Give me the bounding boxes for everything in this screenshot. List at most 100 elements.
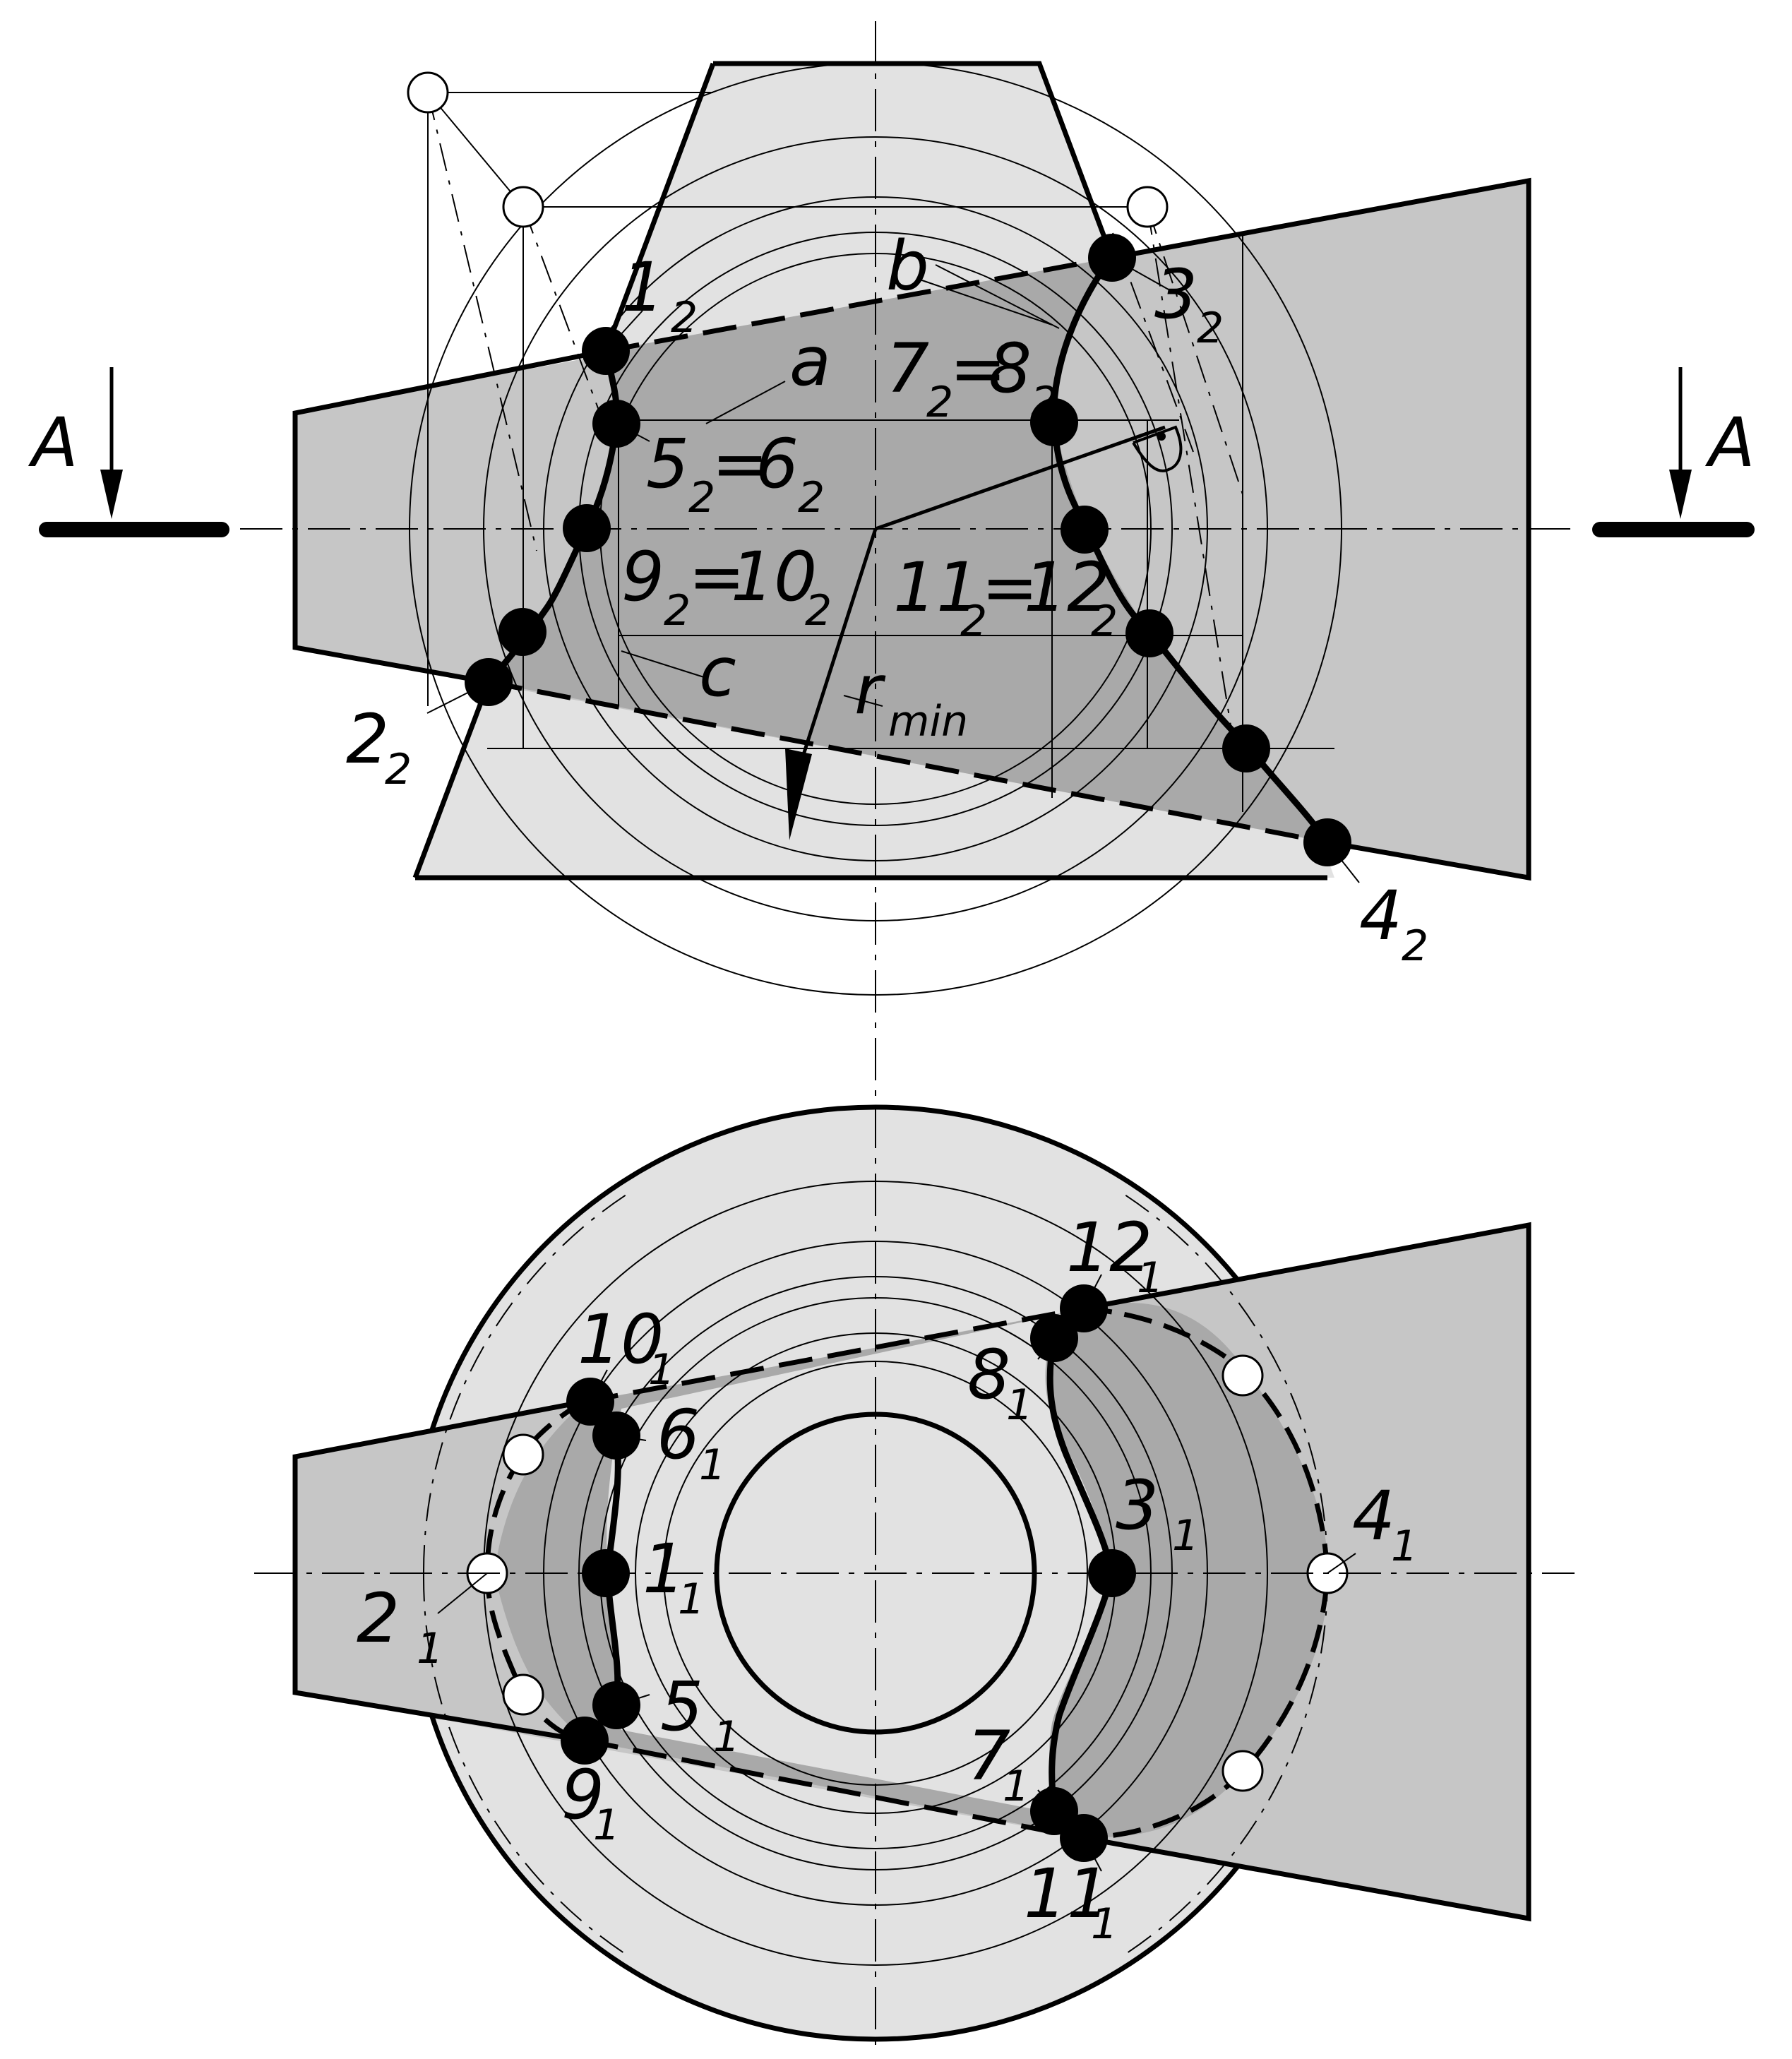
section-letter-left: A (28, 403, 78, 482)
point-8-1-label: 81 (967, 1335, 1033, 1430)
intersection-region-front (489, 258, 1327, 842)
svg-text:1: 1 (1091, 1899, 1118, 1949)
svg-text:2: 2 (805, 586, 832, 635)
open-points-top (466, 1354, 1349, 1792)
svg-text:8: 8 (967, 1335, 1010, 1414)
construction-arc-left-lower (422, 1572, 629, 1957)
svg-text:1: 1 (643, 1529, 686, 1609)
svg-text:11: 11 (1024, 1854, 1110, 1933)
radius-rmin (794, 425, 1166, 777)
point-9-10-label: 9 2 = 10 2 (621, 537, 832, 635)
svg-text:=: = (688, 537, 745, 616)
right-angle-mark (1132, 425, 1183, 472)
svg-text:1: 1 (1391, 1522, 1418, 1571)
svg-text:12: 12 (1024, 548, 1110, 627)
point-12-1-label: 121 (1066, 1208, 1164, 1303)
point-4-1-label: 41 (1352, 1476, 1418, 1571)
svg-text:min: min (888, 697, 968, 746)
svg-text:2: 2 (346, 700, 389, 779)
svg-text:12: 12 (1066, 1208, 1152, 1287)
svg-text:7: 7 (967, 1717, 1010, 1796)
svg-text:=: = (712, 424, 768, 503)
hidden-edges-front (488, 255, 1328, 845)
point-1-2-label: 1 2 (621, 248, 698, 342)
svg-text:2: 2 (357, 1579, 400, 1658)
svg-text:1: 1 (1137, 1253, 1164, 1303)
svg-text:2: 2 (385, 745, 412, 794)
point-7-8-label: 7 2 = 8 2 (886, 329, 1058, 427)
line-c-label: c (699, 633, 736, 712)
svg-text:6: 6 (657, 1395, 700, 1474)
svg-text:9: 9 (561, 1755, 604, 1834)
svg-text:2: 2 (960, 597, 987, 646)
svg-text:2: 2 (1197, 304, 1224, 353)
construction-arc-right-lower (1122, 1572, 1329, 1957)
svg-text:=: = (981, 548, 1038, 627)
svg-text:11: 11 (893, 548, 979, 627)
svg-text:1: 1 (713, 1712, 740, 1762)
svg-text:6: 6 (755, 424, 799, 503)
radius-label: r min (854, 650, 968, 746)
radius-arrowhead (785, 748, 812, 840)
svg-text:1: 1 (621, 248, 664, 327)
point-11-12-label: 11 2 = 12 2 (893, 548, 1118, 646)
svg-text:1: 1 (417, 1624, 443, 1673)
svg-text:1: 1 (648, 1345, 675, 1395)
svg-text:2: 2 (664, 586, 691, 635)
centerlines (240, 21, 1575, 2048)
svg-text:3: 3 (1154, 255, 1197, 334)
point-9-1-label: 91 (561, 1755, 620, 1850)
svg-text:2: 2 (688, 473, 715, 523)
point-11-1-label: 111 (1024, 1854, 1118, 1949)
svg-text:7: 7 (886, 329, 929, 408)
svg-text:2: 2 (1031, 378, 1058, 427)
open-points-front (407, 71, 1169, 228)
point-7-1-label: 71 (967, 1717, 1029, 1811)
leader-b (917, 278, 1053, 326)
svg-text:5: 5 (660, 1667, 703, 1746)
point-1-1-label: 11 (643, 1529, 705, 1624)
point-10-1-label: 101 (578, 1300, 675, 1395)
construction-lines-front (427, 92, 1334, 812)
point-3-2-label: 3 2 (1154, 255, 1224, 353)
construction-arc-right (1122, 1193, 1329, 1574)
leaders-top (437, 1274, 1356, 1872)
svg-text:1: 1 (699, 1440, 726, 1490)
svg-text:=: = (950, 329, 1006, 408)
section-mark-left: A (28, 367, 229, 537)
right-angle-dot (1157, 432, 1166, 441)
svg-text:2: 2 (1091, 597, 1118, 646)
svg-text:2: 2 (798, 473, 825, 523)
line-a-label: a (789, 322, 831, 401)
svg-text:4: 4 (1352, 1476, 1395, 1556)
prism-outline-top (292, 1222, 1531, 1922)
svg-text:r: r (854, 650, 886, 729)
svg-text:1: 1 (1172, 1511, 1199, 1560)
point-5-6-label: 5 2 = 6 2 (646, 424, 825, 523)
svg-text:4: 4 (1359, 876, 1402, 955)
svg-text:8: 8 (988, 329, 1032, 408)
line-b-label: b (886, 227, 929, 306)
svg-text:1: 1 (1006, 1380, 1033, 1430)
svg-text:1: 1 (1003, 1762, 1029, 1811)
section-letter-right: A (1704, 403, 1755, 482)
front-view: 1 2 2 2 3 2 4 2 5 2 = 6 2 7 2 = 8 2 (292, 61, 1531, 996)
svg-text:2: 2 (1402, 921, 1428, 971)
leaders-front (426, 257, 1360, 883)
svg-text:1: 1 (593, 1801, 620, 1850)
point-2-2-label: 2 2 (346, 700, 412, 794)
point-6-1-label: 61 (657, 1395, 726, 1490)
svg-text:10: 10 (731, 537, 817, 616)
construction-arc-left (422, 1193, 629, 1574)
prism-hidden-top (584, 1306, 1085, 1841)
svg-text:3: 3 (1116, 1466, 1159, 1545)
svg-text:9: 9 (621, 537, 664, 616)
svg-text:10: 10 (578, 1300, 664, 1379)
svg-text:2: 2 (671, 293, 698, 342)
svg-text:2: 2 (926, 378, 953, 427)
section-mark-right: A (1592, 367, 1755, 537)
